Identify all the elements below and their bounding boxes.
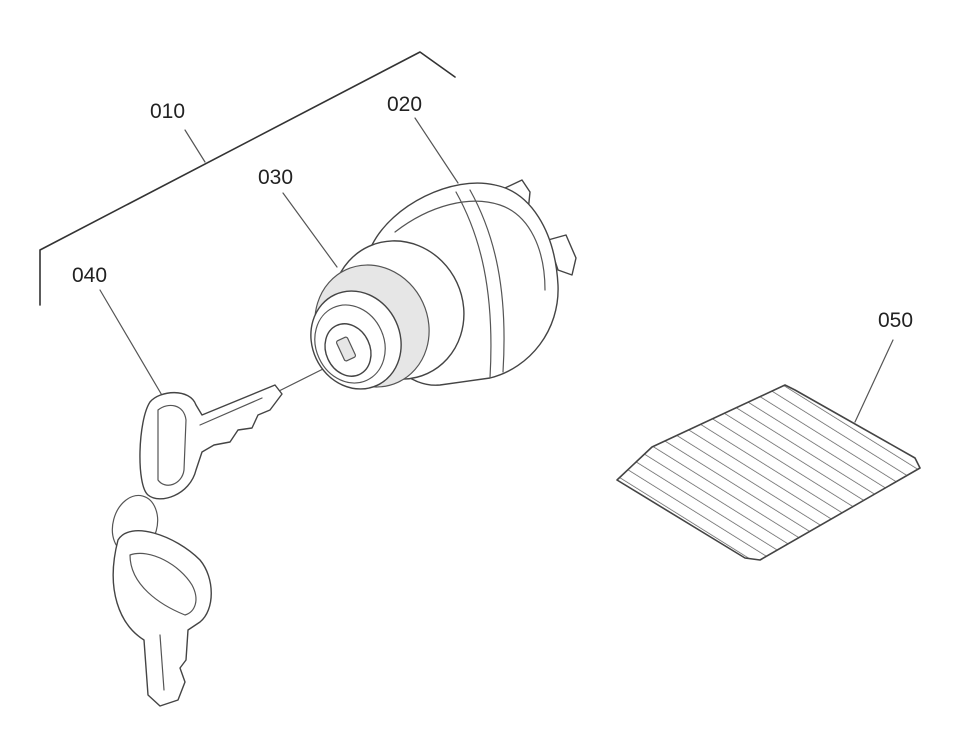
leader-020	[414, 117, 459, 184]
plate-part	[616, 384, 921, 561]
keys-part	[111, 384, 283, 707]
key-axis-line	[276, 366, 328, 393]
assembly-bracket	[39, 51, 456, 306]
leader-040	[99, 289, 164, 398]
leader-030	[282, 192, 338, 268]
leader-010	[184, 129, 206, 163]
part-label-050: 050	[878, 309, 913, 332]
part-label-040: 040	[72, 264, 107, 287]
leader-lines	[99, 117, 894, 423]
key-cylinder-part	[310, 240, 465, 390]
part-label-010: 010	[150, 100, 185, 123]
leader-050	[854, 339, 894, 423]
part-label-030: 030	[258, 166, 293, 189]
part-label-020: 020	[387, 93, 422, 116]
